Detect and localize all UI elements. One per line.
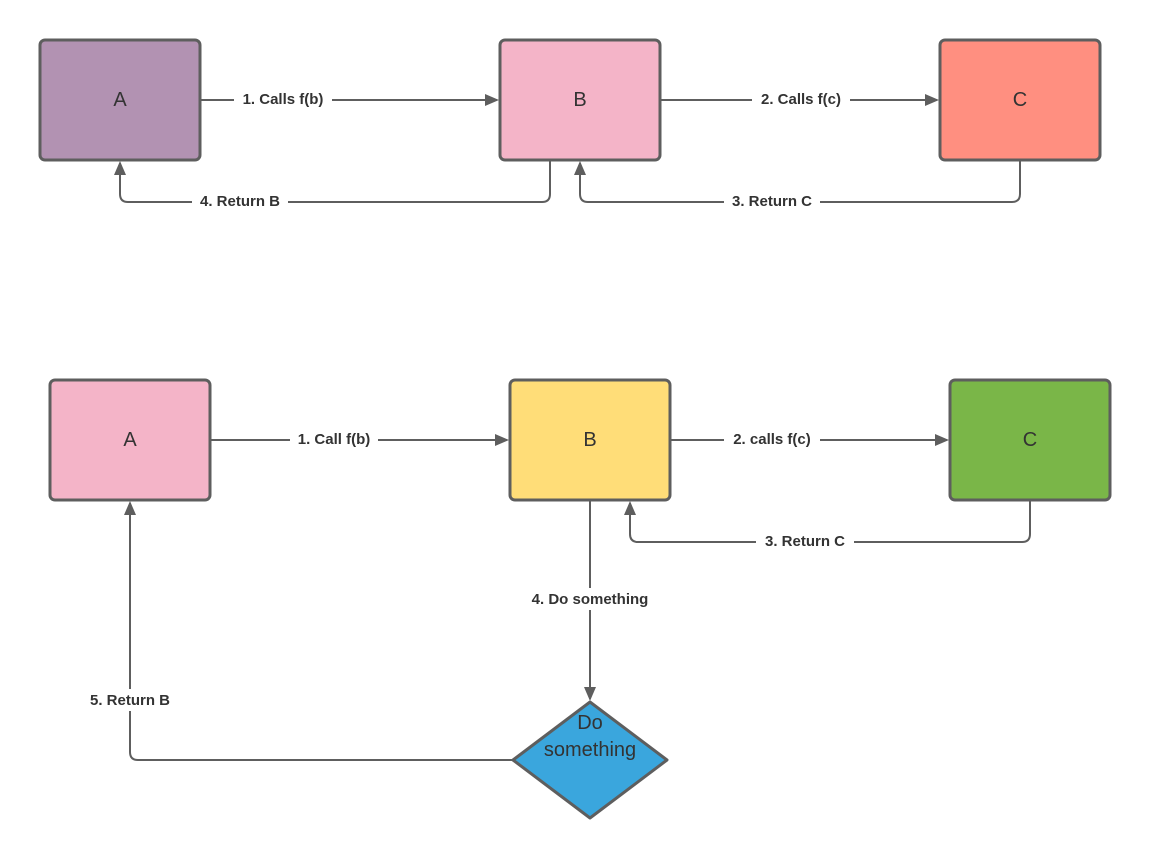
top-edge-2-label: 2. Calls f(c): [761, 91, 841, 108]
top-flow: A B C 1. Calls f(b) 2. Calls f(c) 3. Ret…: [38, 38, 1102, 211]
bottom-edge-1-label-bg: [290, 429, 378, 449]
top-edge-1-label: 1. Calls f(b): [243, 91, 324, 108]
bottom-edge-1-label: 1. Call f(b): [298, 431, 371, 448]
bottom-node-b-label: B: [583, 429, 596, 451]
top-node-a[interactable]: [38, 38, 202, 162]
bottom-node-c[interactable]: [948, 378, 1112, 502]
top-node-b-label: B: [573, 89, 586, 111]
bottom-decision-diamond[interactable]: [511, 700, 669, 820]
top-edge-3-label: 3. Return C: [732, 193, 812, 210]
top-node-c[interactable]: [938, 38, 1102, 162]
top-edge-4-label: 4. Return B: [200, 193, 280, 210]
bottom-edge-5-label-bg: [78, 689, 182, 711]
top-edge-1-label-bg: [234, 89, 332, 109]
decision-label-line2: something: [544, 739, 636, 761]
bottom-node-a[interactable]: [48, 378, 212, 502]
bottom-edge-2-label-bg: [724, 429, 820, 449]
top-node-b[interactable]: [498, 38, 662, 162]
top-node-c-label: C: [1013, 89, 1027, 111]
bottom-node-a-label: A: [123, 429, 137, 451]
bottom-edge-3-label-bg: [756, 531, 854, 551]
bottom-node-b[interactable]: [508, 378, 672, 502]
top-node-a-label: A: [113, 89, 127, 111]
bottom-edge-4-label-bg: [516, 588, 664, 610]
top-edge-4-label-bg: [192, 191, 288, 211]
top-edge-2-label-bg: [752, 89, 850, 109]
bottom-node-c-label: C: [1023, 429, 1037, 451]
bottom-edge-4-label: 4. Do something: [532, 591, 649, 608]
bottom-edge-2-label: 2. calls f(c): [733, 431, 811, 448]
bottom-edge-3-label: 3. Return C: [765, 533, 845, 550]
bottom-edge-decision-to-a: [124, 501, 512, 761]
bottom-flow: A B C Do something 1. Call f(b) 2. calls…: [48, 378, 1112, 820]
decision-label-line1: Do: [577, 712, 603, 734]
top-edge-3-label-bg: [724, 191, 820, 211]
bottom-edge-5-label: 5. Return B: [90, 692, 170, 709]
top-edge-b-to-a: [114, 160, 551, 203]
